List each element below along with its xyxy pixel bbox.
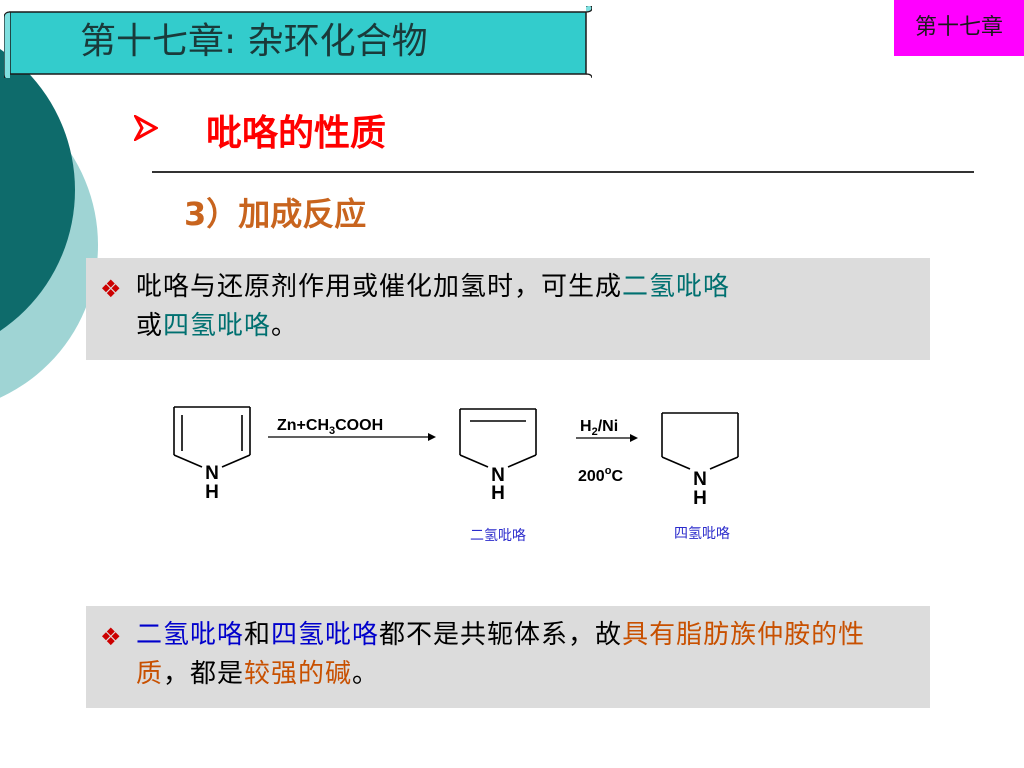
highlight-secondary-amine: 具有脂肪族仲胺的性质	[136, 620, 866, 689]
diamond-star-icon: ❖	[100, 275, 122, 303]
tetrahydropyrrole-structure	[661, 412, 739, 470]
highlight-tetrahydropyrrole: 四氢吡咯	[163, 311, 272, 341]
banner-title: 第十七章: 杂环化合物	[80, 21, 428, 62]
highlight-tetrahydropyrrole: 四氢吡咯	[271, 620, 380, 650]
highlight-dihydropyrrole: 二氢吡咯	[136, 620, 245, 650]
highlight-dihydropyrrole: 二氢吡咯	[622, 272, 731, 302]
note-text: 吡咯与还原剂作用或催化加氢时，可生成二氢吡咯或四氢吡咯。	[136, 268, 896, 346]
diamond-star-icon: ❖	[100, 623, 122, 651]
step2-reagent: H2/Ni	[580, 418, 618, 438]
atom-h: H	[693, 488, 707, 509]
note-text-plain: ，都是	[163, 659, 245, 689]
caption-dihydropyrrole: 二氢吡咯	[470, 528, 526, 544]
section-title: 吡咯的性质	[206, 113, 387, 154]
note-box-reduction: ❖ 吡咯与还原剂作用或催化加氢时，可生成二氢吡咯或四氢吡咯。	[86, 258, 930, 360]
step1-reagent: Zn+CH3COOH	[277, 417, 383, 437]
atom-n: N	[693, 469, 707, 490]
atom-h: H	[491, 483, 505, 504]
note-text-plain: 和	[244, 620, 272, 650]
highlight-stronger-base: 较强的碱	[244, 659, 353, 689]
note-text-plain: 都不是共轭体系，故	[379, 620, 623, 650]
note-text-plain: 或	[136, 311, 164, 341]
note-text: 二氢吡咯和四氢吡咯都不是共轭体系，故具有脂肪族仲胺的性质，都是较强的碱。	[136, 616, 896, 694]
note-text-plain: 吡咯与还原剂作用或催化加氢时，可生成	[136, 272, 623, 302]
reaction-arrow-1	[268, 433, 436, 441]
note-text-plain: 。	[352, 659, 380, 689]
note-text-plain: 。	[271, 311, 299, 341]
pyrrole-structure	[173, 406, 251, 468]
reaction-scheme: N H Zn+CH3COOH N H 二氢吡咯 H2/Ni 200oC N H …	[173, 406, 739, 544]
decorative-circles	[0, 49, 98, 398]
arrow-head-icon	[132, 112, 160, 152]
note-box-basicity: ❖ 二氢吡咯和四氢吡咯都不是共轭体系，故具有脂肪族仲胺的性质，都是较强的碱。	[86, 606, 930, 708]
caption-tetrahydropyrrole: 四氢吡咯	[674, 526, 730, 542]
atom-n: N	[491, 465, 505, 486]
atom-n: N	[205, 463, 219, 484]
atom-h: H	[205, 482, 219, 503]
subsection-title: 3）加成反应	[184, 195, 367, 233]
dihydropyrrole-structure	[459, 408, 537, 468]
step2-condition: 200oC	[578, 465, 623, 485]
chapter-badge: 第十七章	[894, 0, 1024, 56]
reaction-arrow-2	[576, 434, 638, 442]
section-divider	[152, 171, 974, 173]
title-scroll-banner	[4, 6, 592, 78]
